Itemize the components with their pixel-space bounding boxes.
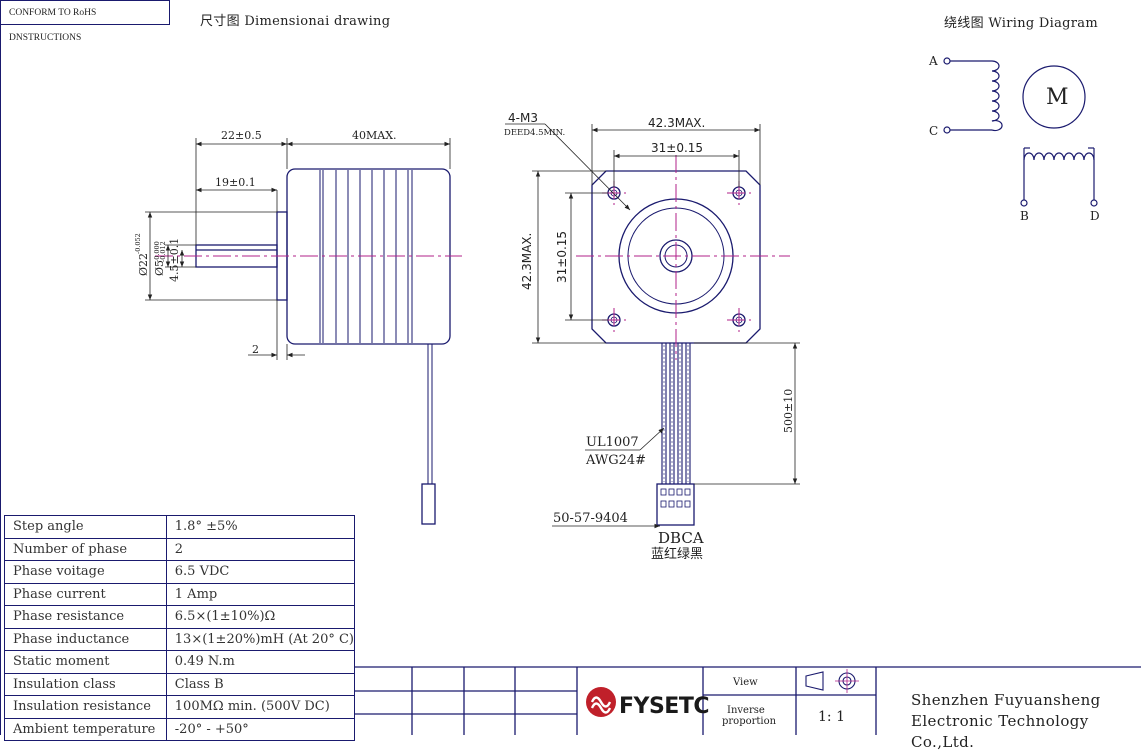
view-label: View [732, 677, 758, 688]
motor-symbol [1022, 65, 1086, 129]
connector [656, 483, 695, 526]
company-line-2: Electronic Technology [911, 712, 1089, 730]
wiring-diagram-title: 绕线图 Wiring Diagram [944, 16, 1098, 31]
spec-key: Phase current [4, 582, 167, 606]
coil-bd [1023, 152, 1095, 161]
dim-boss-dia: Ø22 [137, 253, 150, 276]
spec-key: Step angle [4, 515, 167, 539]
spec-value: 1 Amp [165, 582, 356, 606]
title-block [355, 666, 1141, 735]
spec-value: 13×(1±20%)mH (At 20° C) [165, 627, 356, 651]
dim-flat-depth: 4.5±0.1 [168, 238, 181, 282]
spec-value: Class B [165, 672, 356, 696]
side-view [195, 168, 451, 525]
projection-symbol [805, 669, 859, 693]
cable-bundle [661, 343, 691, 484]
dim-width: 42.3MAX. [648, 116, 705, 130]
brand-name: FYSETC [619, 694, 709, 719]
spec-value: 0.49 N.m [165, 650, 356, 674]
side-connector [421, 483, 436, 525]
company-line-1: Shenzhen Fuyuansheng [911, 691, 1101, 709]
cable-type: UL1007 [586, 435, 639, 450]
coil-ac [991, 60, 1003, 132]
scale-value: 1: 1 [818, 709, 845, 725]
wire-label-a: A [928, 54, 938, 68]
wire-label-c: C [929, 124, 938, 138]
spec-value: 2 [165, 537, 356, 561]
connector-part: 50-57-9404 [553, 511, 628, 526]
spec-key: Phase resistance [4, 605, 167, 629]
cable-length: 500±10 [782, 389, 795, 433]
wire-label-b: B [1020, 209, 1029, 223]
wire-label-d: D [1090, 209, 1100, 223]
dimensional-drawing-title: 尺寸图 Dimensionai drawing [200, 14, 391, 29]
wire-colors: 蓝红绿黑 [651, 546, 703, 562]
proportion-label: proportion [722, 716, 777, 727]
cable-gauge: AWG24# [585, 453, 646, 468]
company-name: Shenzhen Fuyuansheng Electronic Technolo… [911, 690, 1101, 753]
spec-row: Ambient temperature-20° - +50° [4, 717, 356, 741]
technical-drawing: 22±0.5 40MAX. 19±0.1 2 Ø22 -0.052 Ø5 -0.… [134, 54, 1141, 735]
dim-body-length: 40MAX. [352, 129, 397, 142]
drawing-frame-left [0, 0, 1, 735]
dim-boss: 2 [252, 343, 259, 356]
dim-shaft-total: 22±0.5 [221, 129, 262, 142]
spec-key: Phase voitage [4, 560, 167, 584]
company-line-3: Co.,Ltd. [911, 733, 975, 751]
dim-shaft-dia: Ø5 [153, 260, 166, 276]
dim-height: 42.3MAX. [520, 233, 534, 290]
spec-value: 6.5×(1±10%)Ω [165, 605, 356, 629]
screw-callout: 4-M3 [508, 111, 538, 125]
spec-key: Insulation resistance [4, 695, 167, 719]
wiring-diagram [943, 57, 1098, 207]
connector-order: DBCA [658, 529, 704, 547]
spec-key: Phase inductance [4, 627, 167, 651]
dim-flat-length: 19±0.1 [215, 176, 256, 189]
spec-value: 100MΩ min. (500V DC) [165, 695, 356, 719]
motor-label: M [1046, 85, 1069, 110]
dim-hole-y: 31±0.15 [555, 231, 569, 283]
spec-value: -20° - +50° [165, 717, 356, 741]
spec-value: 1.8° ±5% [165, 515, 356, 539]
spec-key: Number of phase [4, 537, 167, 561]
spec-key: Static moment [4, 650, 167, 674]
dim-hole-x: 31±0.15 [651, 141, 703, 155]
spec-key: Ambient temperature [4, 717, 167, 741]
spec-key: Insulation class [4, 672, 167, 696]
dim-shaft-tol-a: -0.000 [153, 241, 161, 262]
dim-shaft-tol-b: -0.012 [159, 241, 167, 262]
fysetc-logo [586, 687, 616, 717]
rohs-badge: CONFORM TO RoHS DNSTRUCTIONS [0, 0, 170, 43]
spec-value: 6.5 VDC [165, 560, 356, 584]
inverse-label: Inverse [727, 705, 765, 716]
dim-boss-tol: -0.052 [134, 233, 142, 254]
screw-depth: DEED4.5MIN. [504, 128, 565, 138]
